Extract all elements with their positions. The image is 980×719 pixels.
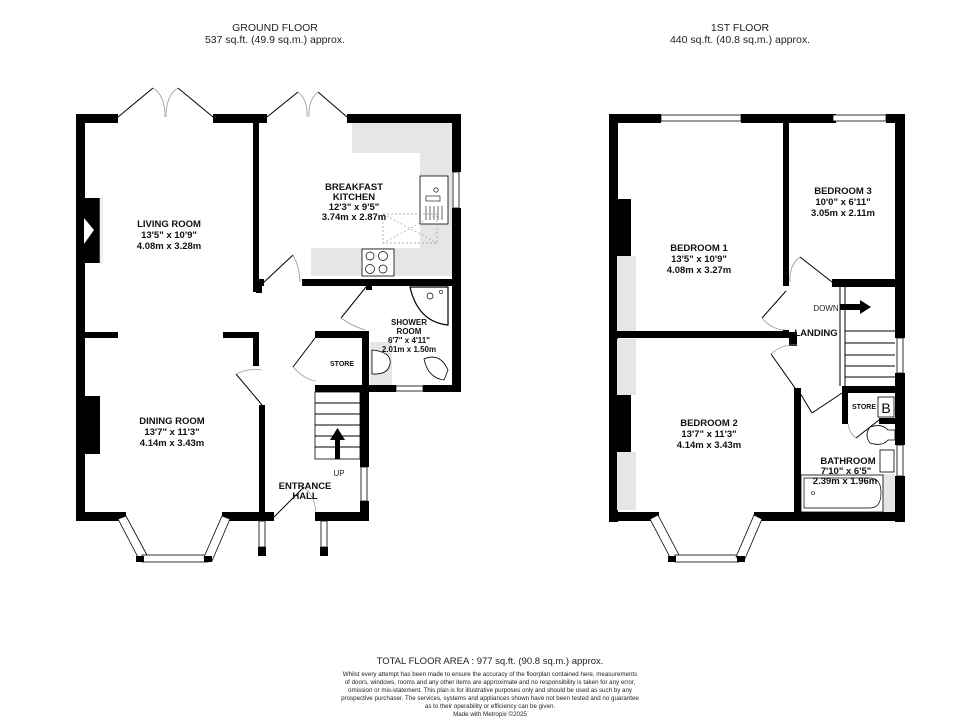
bedroom1-metric: 4.08m x 3.27m <box>667 265 731 276</box>
shower-room-label-2: ROOM <box>397 327 422 336</box>
ground-floor-plan <box>76 87 461 563</box>
disclaimer-line: as to their operability or efficiency ca… <box>424 703 556 710</box>
entrance-side-window-right <box>320 520 328 548</box>
gf-east-wall-upper <box>452 114 461 172</box>
shower-room-wc <box>423 356 449 381</box>
boiler-box <box>877 396 895 418</box>
bedroom3-label: BEDROOM 3 <box>814 186 872 197</box>
living-room-metric: 4.08m x 3.28m <box>137 241 201 252</box>
kitchen-island-outline <box>382 213 438 244</box>
boiler-label: B <box>881 400 890 416</box>
kitchen-label-1: BREAKFAST <box>325 182 383 193</box>
living-room-label: LIVING ROOM <box>137 219 201 230</box>
bedroom2-label: BEDROOM 2 <box>680 418 738 429</box>
shower-room-imperial: 6'7" x 4'11" <box>388 336 430 345</box>
shower-room-basin <box>371 349 391 375</box>
ground-floor-header: GROUND FLOOR 537 sq.ft. (49.9 sq.m.) app… <box>170 22 380 46</box>
bedroom1-imperial: 13'5" x 10'9" <box>671 254 727 265</box>
first-floor-area: 440 sq.ft. (40.8 sq.m.) approx. <box>669 34 811 46</box>
total-floor-area: TOTAL FLOOR AREA : 977 sq.ft. (90.8 sq.m… <box>376 656 604 667</box>
entrance-hall-label-1: ENTRANCE <box>279 481 332 492</box>
entrance-hall-label-2: HALL <box>292 491 318 502</box>
kitchen-imperial: 12'3" x 9'5" <box>329 202 380 213</box>
dining-room-chimney <box>84 396 100 454</box>
bathroom-wc <box>866 425 896 445</box>
dining-room-imperial: 13'7" x 11'3" <box>144 427 199 438</box>
disclaimer-line: of doors, windows, rooms and any other i… <box>344 679 636 686</box>
bedroom2-bay-window <box>649 514 763 563</box>
shower-room-window <box>395 385 424 392</box>
gf-west-wall <box>76 114 85 519</box>
stairs-up-label: UP <box>333 469 344 478</box>
entrance-side-window-left <box>258 520 266 548</box>
footer: TOTAL FLOOR AREA : 977 sq.ft. (90.8 sq.m… <box>300 656 680 719</box>
landing-window <box>896 337 904 374</box>
gf-north-wall-mid <box>213 114 267 123</box>
bedroom2-wardrobe-upper <box>617 339 636 395</box>
kitchen-hob <box>361 248 395 277</box>
bathroom-label: BATHROOM <box>820 456 875 467</box>
ground-floor-title: GROUND FLOOR <box>232 22 318 34</box>
first-floor-plan <box>609 114 905 563</box>
stairs-down-arrow-icon <box>860 300 871 314</box>
living-room-french-doors <box>117 87 214 118</box>
bedroom1-label: BEDROOM 1 <box>670 243 728 254</box>
shower-room-label-1: SHOWER <box>391 318 427 327</box>
first-floor-stairs <box>839 287 895 386</box>
first-store-label: STORE <box>852 404 876 411</box>
bedroom2-wardrobe-lower <box>617 452 636 510</box>
disclaimer-line: prospective purchaser. The services, sys… <box>341 695 639 702</box>
ground-floor-area: 537 sq.ft. (49.9 sq.m.) approx. <box>204 34 346 46</box>
disclaimer: Whilst every attempt has been made to en… <box>300 671 680 719</box>
ground-store-label: STORE <box>330 361 354 368</box>
stairs-up-arrow-icon <box>330 428 345 440</box>
living-room-imperial: 13'5" x 10'9" <box>141 230 197 241</box>
metropix-credit: Made with Metropix ©2025 <box>453 711 527 718</box>
kitchen-window <box>452 171 460 209</box>
bedroom3-window <box>832 114 887 122</box>
bathroom-basin <box>879 449 895 473</box>
disclaimer-line: omission or mis-statement. This plan is … <box>348 687 632 694</box>
bedroom3-metric: 3.05m x 2.11m <box>811 208 875 219</box>
bedroom2-metric: 4.14m x 3.43m <box>677 440 741 451</box>
first-floor-header: 1ST FLOOR 440 sq.ft. (40.8 sq.m.) approx… <box>650 22 830 46</box>
shower-room-metric: 2.01m x 1.50m <box>382 345 436 354</box>
gf-east-wall-lower <box>452 208 461 391</box>
dining-room-metric: 4.14m x 3.43m <box>140 438 204 449</box>
bedroom1-wardrobe <box>617 256 636 332</box>
hall-window <box>360 466 368 502</box>
dining-room-label: DINING ROOM <box>139 416 205 427</box>
bathroom-imperial: 7'10" x 6'5" <box>821 466 872 477</box>
stairs-down-label: DOWN <box>813 304 839 313</box>
bathroom-window <box>896 444 904 477</box>
ground-floor-stairs <box>314 391 361 460</box>
bedroom3-imperial: 10'0" x 6'11" <box>815 197 870 208</box>
kitchen-label-2: KITCHEN <box>333 192 375 203</box>
corner-shower <box>409 286 449 326</box>
gf-north-wall-left <box>76 114 118 123</box>
bedroom2-imperial: 13'7" x 11'3" <box>681 429 736 440</box>
gf-north-wall-right <box>347 114 461 123</box>
landing-label: LANDING <box>794 328 837 339</box>
bedroom1-window <box>660 114 742 122</box>
kitchen-metric: 3.74m x 2.87m <box>322 212 386 223</box>
kitchen-french-doors <box>266 91 348 118</box>
first-floor-title: 1ST FLOOR <box>710 22 770 34</box>
bathroom-metric: 2.39m x 1.96m <box>813 476 877 487</box>
dining-room-bay-window <box>117 515 231 563</box>
disclaimer-line: Whilst every attempt has been made to en… <box>342 671 638 678</box>
